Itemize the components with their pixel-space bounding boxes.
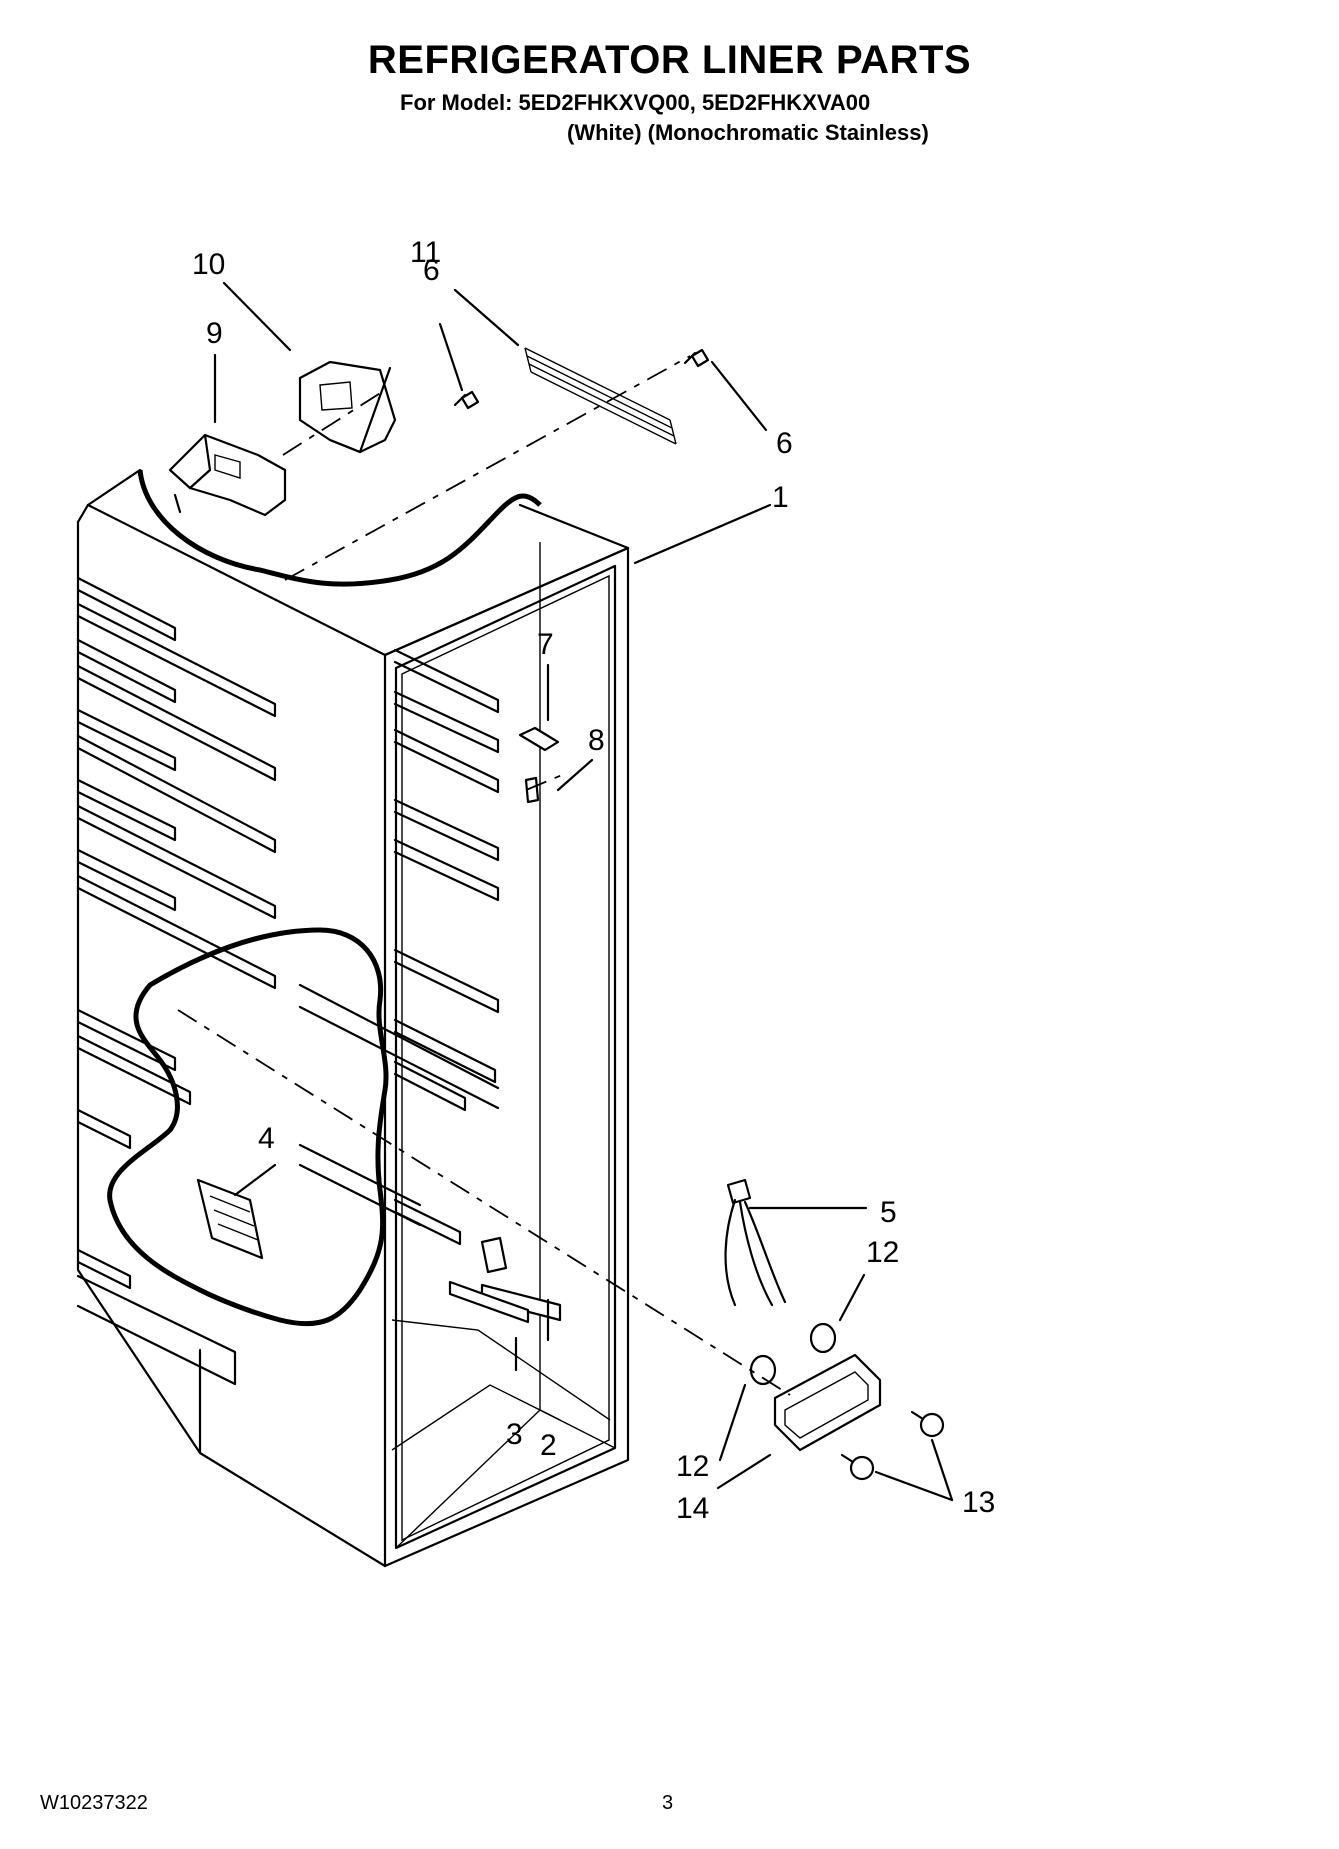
model-line: For Model: 5ED2FHKXVQ00, 5ED2FHKXVA00	[400, 90, 871, 115]
page-number: 3	[662, 1792, 674, 1814]
callout-12-upper: 12	[866, 1236, 899, 1269]
part-7-clip	[518, 726, 560, 752]
callout-2: 2	[540, 1429, 557, 1462]
callout-14: 14	[676, 1492, 709, 1525]
part-8-screw	[524, 776, 540, 804]
page-title: REFRIGERATOR LINER PARTS	[367, 38, 972, 82]
cutaway-outlines	[107, 469, 542, 1327]
right-shelf-rails	[393, 648, 500, 1246]
callout-1: 1	[772, 481, 789, 514]
part-6-screws	[453, 348, 710, 410]
callout-5: 5	[880, 1196, 897, 1229]
callout-labels: 10 11 6 9 6 1 7 8 4 5 12 3 2 12 14 13	[192, 236, 995, 1525]
part-5-wire-harness	[724, 1178, 787, 1307]
part-12-socket-upper	[809, 1322, 837, 1354]
part-4-vent	[196, 1178, 264, 1260]
callout-13: 13	[962, 1486, 995, 1519]
alignment-lines	[177, 355, 791, 1396]
document-number: W10237322	[40, 1792, 148, 1814]
part-10-cover-bracket	[298, 360, 397, 454]
callout-9: 9	[206, 317, 223, 350]
left-shelf-rails	[76, 576, 277, 1386]
part-11-strip	[524, 347, 677, 445]
callout-6-top: 6	[423, 254, 440, 287]
callout-12-lower: 12	[676, 1450, 709, 1483]
callout-4: 4	[258, 1122, 275, 1155]
liner-body	[76, 468, 630, 1568]
part-14-lamp-housing	[773, 1353, 882, 1452]
callout-7: 7	[537, 628, 554, 661]
leader-arrows	[213, 281, 954, 1502]
variant-line: (White) (Monochromatic Stainless)	[567, 120, 929, 145]
part-12-socket-lower	[749, 1354, 777, 1386]
callout-8: 8	[588, 724, 605, 757]
part-13-bulbs	[840, 1410, 945, 1481]
callout-11: 11	[410, 236, 441, 269]
part-9-control-housing	[168, 433, 287, 517]
callout-3: 3	[506, 1418, 523, 1451]
part-3-trim	[448, 1280, 530, 1324]
callout-10: 10	[192, 248, 225, 281]
callout-6-right: 6	[776, 427, 793, 460]
part-2-trim	[480, 1236, 562, 1322]
